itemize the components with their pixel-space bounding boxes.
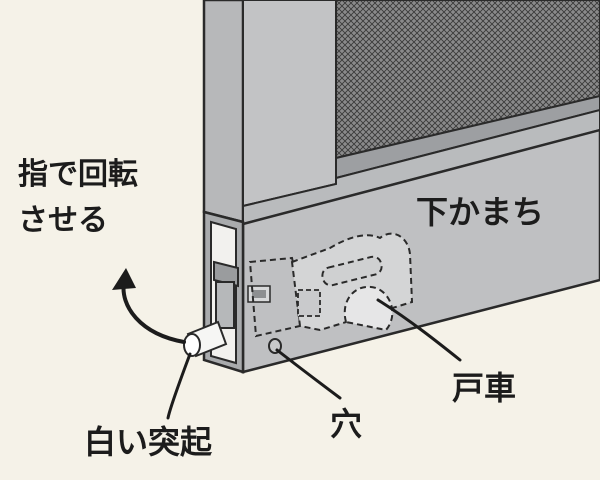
hole-label: 穴 (330, 405, 363, 443)
rotation-arrow-icon (112, 268, 186, 344)
leader-lines (166, 298, 462, 420)
bottom-rail-top-face (242, 94, 600, 226)
rotate-label-line1: 指で回転 (18, 157, 138, 192)
door-roller-label: 戸車 (452, 369, 517, 407)
rotate-label-line2: させる (18, 203, 108, 238)
door-roller-hidden (248, 232, 414, 338)
white-protrusion-knob (183, 320, 228, 358)
bottom-rail-label: 下かまち (416, 193, 545, 231)
side-frame (202, 0, 337, 224)
white-protrusion-label: 白い突起 (84, 423, 213, 461)
